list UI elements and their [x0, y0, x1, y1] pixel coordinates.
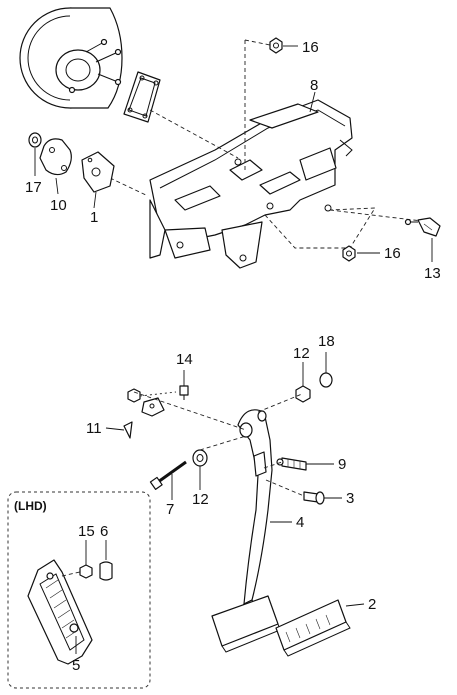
nut-near-bolt-14: [127, 388, 141, 403]
assembly-line-booster: [149, 109, 239, 159]
callout-1: 1: [90, 209, 98, 226]
callout-2: 2: [368, 596, 376, 613]
bolt-14: [179, 385, 189, 400]
pedal-clevis: [141, 397, 165, 417]
brake-booster: [19, 7, 123, 109]
callout-11: 11: [86, 420, 102, 437]
pedal-pad-2: [275, 599, 351, 657]
callout-5: 5: [72, 657, 80, 674]
callout-13: 13: [424, 265, 441, 282]
bumper-6: [99, 561, 113, 581]
pedal-pad-brake: [211, 595, 281, 653]
callout-18: 18: [318, 333, 335, 350]
assembly-line-plate: [109, 177, 149, 197]
callout-15: 15: [78, 523, 95, 540]
assembly-line-bracket-frame: [264, 207, 376, 249]
pedal-bracket: [149, 99, 353, 269]
cover-plate-10: [39, 138, 72, 176]
callout-12-bottom: 12: [192, 491, 209, 508]
callout-10: 10: [50, 197, 67, 214]
nut-16-top: [269, 37, 283, 54]
callout-6: 6: [100, 523, 108, 540]
callout-8: 8: [310, 77, 318, 94]
bracket-plate-1: [81, 151, 115, 193]
bushing-12: [192, 449, 208, 467]
callout-4: 4: [296, 514, 304, 531]
stop-lamp-switch: [404, 217, 441, 237]
nut-16-bottom: [342, 245, 356, 262]
lhd-detail-box: [7, 491, 151, 689]
lhd-label: (LHD): [14, 499, 47, 513]
washer-17: [28, 132, 42, 148]
callout-3: 3: [346, 490, 354, 507]
nut-12-top: [295, 385, 311, 403]
assembly-line-nut: [244, 39, 271, 46]
callout-7: 7: [166, 501, 174, 518]
stopper-9: [276, 457, 307, 471]
assembly-line-switch: [329, 209, 431, 223]
callout-17: 17: [25, 179, 42, 196]
brake-pedal-arm: [237, 409, 273, 605]
callout-16-top: 16: [302, 39, 319, 56]
cap-18: [319, 372, 333, 388]
callout-12-top: 12: [293, 345, 310, 362]
callout-9: 9: [338, 456, 346, 473]
clip-11: [123, 421, 133, 439]
nut-15: [79, 564, 93, 579]
booster-gasket: [123, 71, 161, 123]
bolt-3: [303, 491, 325, 505]
callout-14: 14: [176, 351, 193, 368]
pivot-bolt-7: [149, 460, 187, 490]
callout-16-bottom: 16: [384, 245, 401, 262]
